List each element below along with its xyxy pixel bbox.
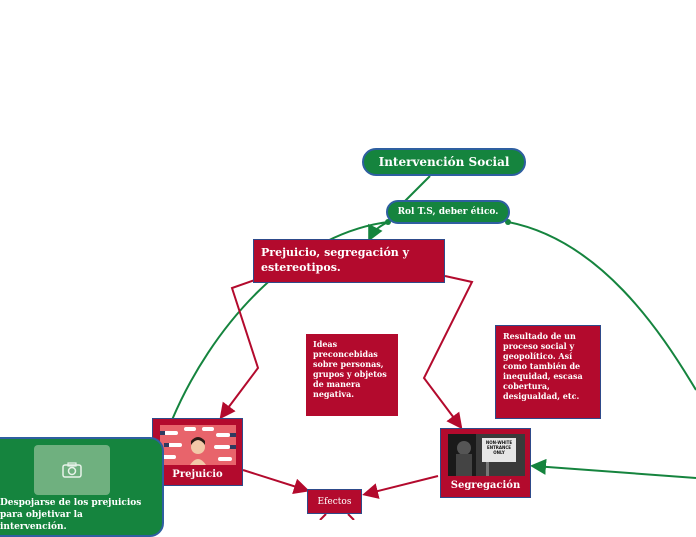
prejuicio-node[interactable]: Prejuicio — [152, 418, 243, 486]
note-node[interactable]: Despojarse de los prejuicios para objeti… — [0, 437, 164, 537]
role-node-label: Rol T.S, deber ético. — [397, 207, 499, 217]
link-prejuicio-efectos — [242, 469, 310, 494]
link-role-right — [507, 221, 696, 391]
prejuicio-image — [160, 425, 236, 465]
connection-lines — [171, 175, 696, 520]
camera-icon — [62, 462, 82, 478]
pointing-hands-illustration — [160, 425, 236, 465]
segregacion-node-label: Segregación — [450, 480, 521, 491]
segregacion-node[interactable]: NON-WHITE ENTRANCE ONLY Segregación — [440, 428, 531, 498]
segregation-photo — [448, 434, 525, 476]
efectos-node[interactable]: Efectos — [307, 489, 362, 514]
ideas-node-label: Ideas preconcebidas sobre personas, grup… — [313, 339, 387, 399]
image-placeholder[interactable] — [34, 445, 110, 495]
note-node-label: Despojarse de los prejuicios para objeti… — [0, 498, 142, 532]
link-root-role — [403, 175, 431, 203]
segregacion-image: NON-WHITE ENTRANCE ONLY — [448, 434, 525, 476]
root-node[interactable]: Intervención Social — [362, 148, 526, 176]
topic-node[interactable]: Prejuicio, segregación y estereotipos. — [253, 239, 445, 283]
link-right-segregacion — [530, 458, 696, 479]
efectos-node-label: Efectos — [317, 496, 352, 507]
link-topic-segregacion — [422, 275, 474, 430]
link-role-prejuicio — [171, 221, 389, 421]
ideas-node[interactable]: Ideas preconcebidas sobre personas, grup… — [306, 334, 398, 416]
link-topic-prejuicio — [219, 279, 260, 420]
topic-node-label: Prejuicio, segregación y estereotipos. — [261, 246, 410, 274]
role-node[interactable]: Rol T.S, deber ético. — [386, 200, 510, 224]
segregation-sign-text: NON-WHITE ENTRANCE ONLY — [485, 440, 513, 455]
link-segregacion-efectos — [362, 475, 439, 499]
root-node-label: Intervención Social — [378, 155, 510, 169]
result-node-label: Resultado de un proceso social y geopolí… — [503, 331, 583, 401]
result-node[interactable]: Resultado de un proceso social y geopolí… — [495, 325, 601, 419]
prejuicio-node-label: Prejuicio — [172, 469, 223, 480]
